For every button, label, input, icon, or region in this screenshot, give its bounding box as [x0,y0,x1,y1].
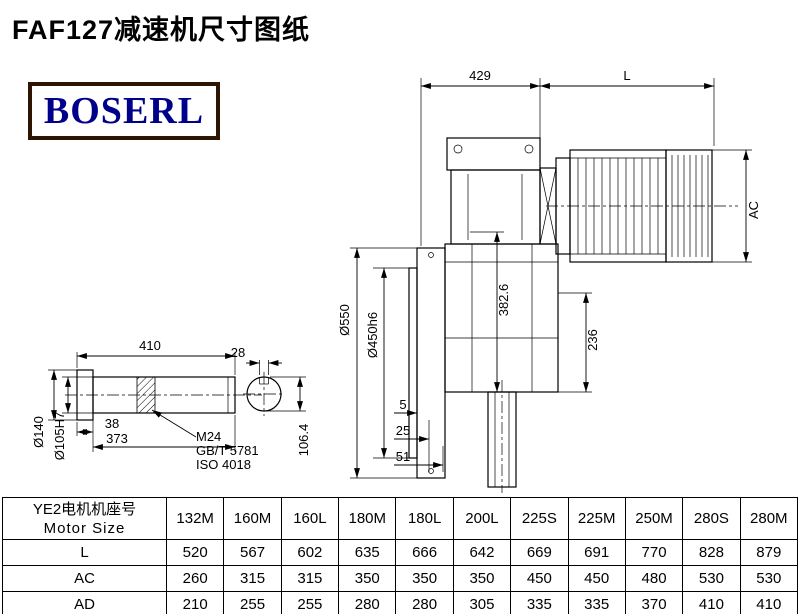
dim-373: 373 [106,431,128,446]
table-cell: 255 [280,591,340,614]
header-en: Motor Size [43,519,126,537]
main-view: 429 L AC Ø550 Ø450h6 [337,68,761,493]
gearbox-housing [408,137,559,488]
table-cell: 350 [338,565,397,592]
table-cell: 567 [223,539,282,566]
shaft-section-view: 28 106.4 [231,345,311,456]
note-std-iso: ISO 4018 [196,457,251,472]
table-row-L: L 520 567 602 635 666 642 669 691 770 82… [2,539,799,566]
shaft-keyway-hatch [136,376,156,414]
table-cell: 260 [165,565,225,592]
dim-flange-diameters: Ø550 Ø450h6 [337,247,417,479]
dim-38: 38 [105,416,119,431]
table-cell: 691 [567,539,626,566]
table-cell: 450 [510,565,569,592]
motor-fins [577,158,659,254]
dim-410: 410 [139,338,161,353]
dim-550: Ø550 [337,304,352,336]
dim-top: 429 L [420,68,715,246]
boserl-logo: BOSERL [28,82,220,140]
table-cell: 335 [510,591,569,614]
fan-cowl-ribs [671,155,709,257]
boserl-logo-text: BOSERL [43,90,205,132]
col-header: 280M [739,497,799,540]
dim-105h7: Ø105H7 [52,412,67,460]
table-cell: 530 [682,565,741,592]
table-cell: 315 [280,565,340,592]
dim-382: 382.6 [470,231,511,392]
dim-236: 236 [558,292,600,393]
header-cn: YE2电机机座号 [32,500,137,518]
col-header: 250M [624,497,684,540]
col-header: 200L [452,497,512,540]
table-cell: 635 [338,539,397,566]
dim-5: 5 [399,397,406,412]
col-header: 180M [338,497,397,540]
table-cell: 305 [452,591,512,614]
table-header-row: YE2电机机座号 Motor Size 132M 160M 160L 180M … [2,497,799,540]
table-cell: 669 [510,539,569,566]
dim-28: 28 [231,345,245,360]
dim-51: 51 [396,449,410,464]
table-cell: 410 [682,591,741,614]
dim-bottom-offsets: 5 25 51 [394,397,444,472]
table-cell: 530 [739,565,799,592]
dim-140: Ø140 [31,416,46,448]
shaft-detail-view: 410 38 373 Ø140 Ø105H7 M24 GB/T 5781 ISO… [31,338,311,472]
motor-size-table: YE2电机机座号 Motor Size 132M 160M 160L 180M … [2,497,799,614]
table-cell: 450 [567,565,626,592]
table-cell: 350 [395,565,454,592]
col-header: 180L [395,497,454,540]
col-header: 132M [165,497,225,540]
table-cell: 410 [739,591,799,614]
fan-cowl [665,149,713,263]
dim-AC: AC [746,201,761,219]
table-cell: 602 [280,539,340,566]
dim-ac: AC [712,149,761,263]
dim-382-label: 382.6 [496,284,511,317]
table-cell: 210 [165,591,225,614]
dim-106-4: 106.4 [296,424,311,457]
col-header: 160M [223,497,282,540]
dim-25: 25 [396,423,410,438]
table-cell: 370 [624,591,684,614]
table-cell: 828 [682,539,741,566]
table-cell: 255 [223,591,282,614]
row-label: AD [2,591,167,614]
table-row-AD: AD 210 255 255 280 280 305 335 335 370 4… [2,591,799,614]
note-thread: M24 [196,429,221,444]
row-label: AC [2,565,167,592]
table-cell: 642 [452,539,512,566]
table-header-motor-size: YE2电机机座号 Motor Size [2,497,167,540]
col-header: 225M [567,497,626,540]
motor [539,149,713,263]
col-header: 280S [682,497,741,540]
table-cell: 666 [395,539,454,566]
dim-236-label: 236 [585,329,600,351]
col-header: 225S [510,497,569,540]
table-cell: 770 [624,539,684,566]
note-std-gb: GB/T 5781 [196,443,259,458]
shaft-body [92,376,236,414]
table-cell: 480 [624,565,684,592]
technical-drawing: 429 L AC Ø550 Ø450h6 [31,68,761,493]
dim-429: 429 [469,68,491,83]
table-cell: 350 [452,565,512,592]
output-flange [416,247,446,479]
flange-spigot [408,267,418,459]
dim-450h6: Ø450h6 [365,312,380,358]
table-cell: 520 [165,539,225,566]
table-cell: 879 [739,539,799,566]
table-cell: 280 [395,591,454,614]
col-header: 160L [280,497,340,540]
table-row-AC: AC 260 315 315 350 350 350 450 450 480 5… [2,565,799,592]
table-cell: 280 [338,591,397,614]
table-cell: 315 [223,565,282,592]
dim-L: L [623,68,630,83]
table-cell: 335 [567,591,626,614]
row-label: L [2,539,167,566]
page-title: FAF127减速机尺寸图纸 [12,15,311,45]
